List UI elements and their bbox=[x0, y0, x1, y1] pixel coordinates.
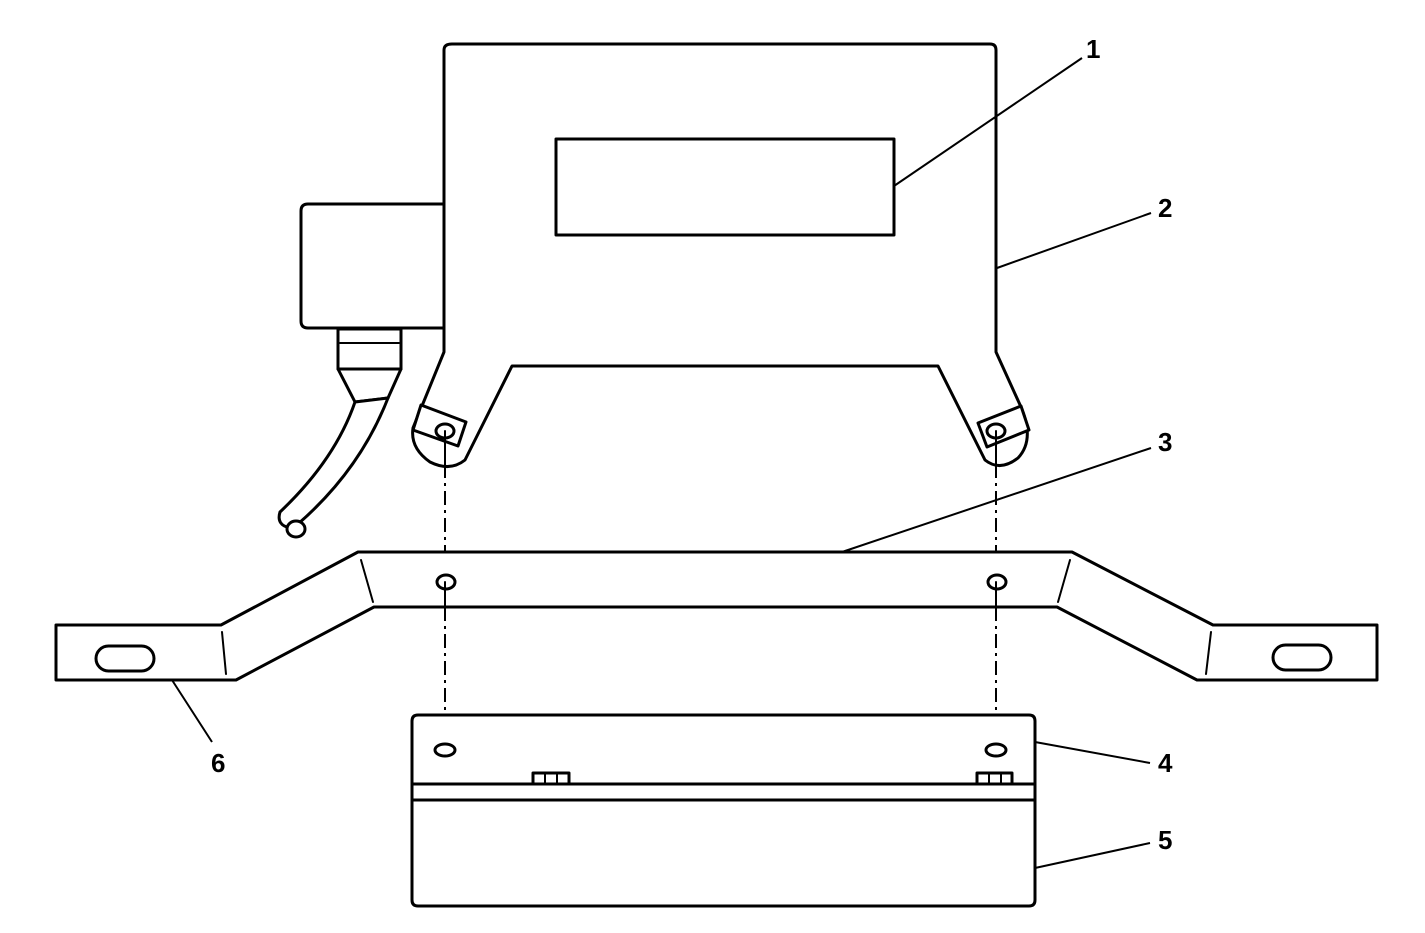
harness-boot-taper bbox=[336, 367, 403, 404]
leader-3 bbox=[841, 447, 1152, 553]
leader-4 bbox=[1034, 741, 1151, 764]
alignment-lines bbox=[444, 430, 997, 715]
left-clip bbox=[531, 771, 571, 786]
lower-hole-left bbox=[433, 742, 457, 758]
connector-boot bbox=[336, 327, 403, 371]
right-slot bbox=[1271, 643, 1333, 672]
harness-end bbox=[285, 519, 307, 539]
label-plate bbox=[554, 137, 896, 237]
callout-6: 6 bbox=[211, 748, 225, 778]
connector-and-harness bbox=[277, 202, 446, 539]
wire-harness bbox=[277, 396, 390, 530]
lower-module bbox=[410, 713, 1037, 908]
callout-4: 4 bbox=[1158, 748, 1173, 778]
lower-hole-right bbox=[984, 742, 1008, 758]
module-housing bbox=[411, 42, 1031, 468]
callout-labels: 1 2 3 4 5 6 bbox=[211, 34, 1173, 855]
leader-2 bbox=[996, 212, 1152, 269]
callout-5: 5 bbox=[1158, 825, 1172, 855]
mounting-bracket bbox=[54, 550, 1379, 682]
callout-2: 2 bbox=[1158, 193, 1172, 223]
right-clip bbox=[975, 771, 1014, 786]
callout-3: 3 bbox=[1158, 427, 1172, 457]
leader-1 bbox=[893, 57, 1083, 187]
leader-lines bbox=[171, 57, 1152, 869]
leader-6 bbox=[171, 679, 213, 743]
left-slot bbox=[94, 644, 156, 673]
callout-1: 1 bbox=[1086, 34, 1100, 64]
leader-5 bbox=[1034, 842, 1151, 869]
electrical-connector bbox=[299, 202, 446, 330]
